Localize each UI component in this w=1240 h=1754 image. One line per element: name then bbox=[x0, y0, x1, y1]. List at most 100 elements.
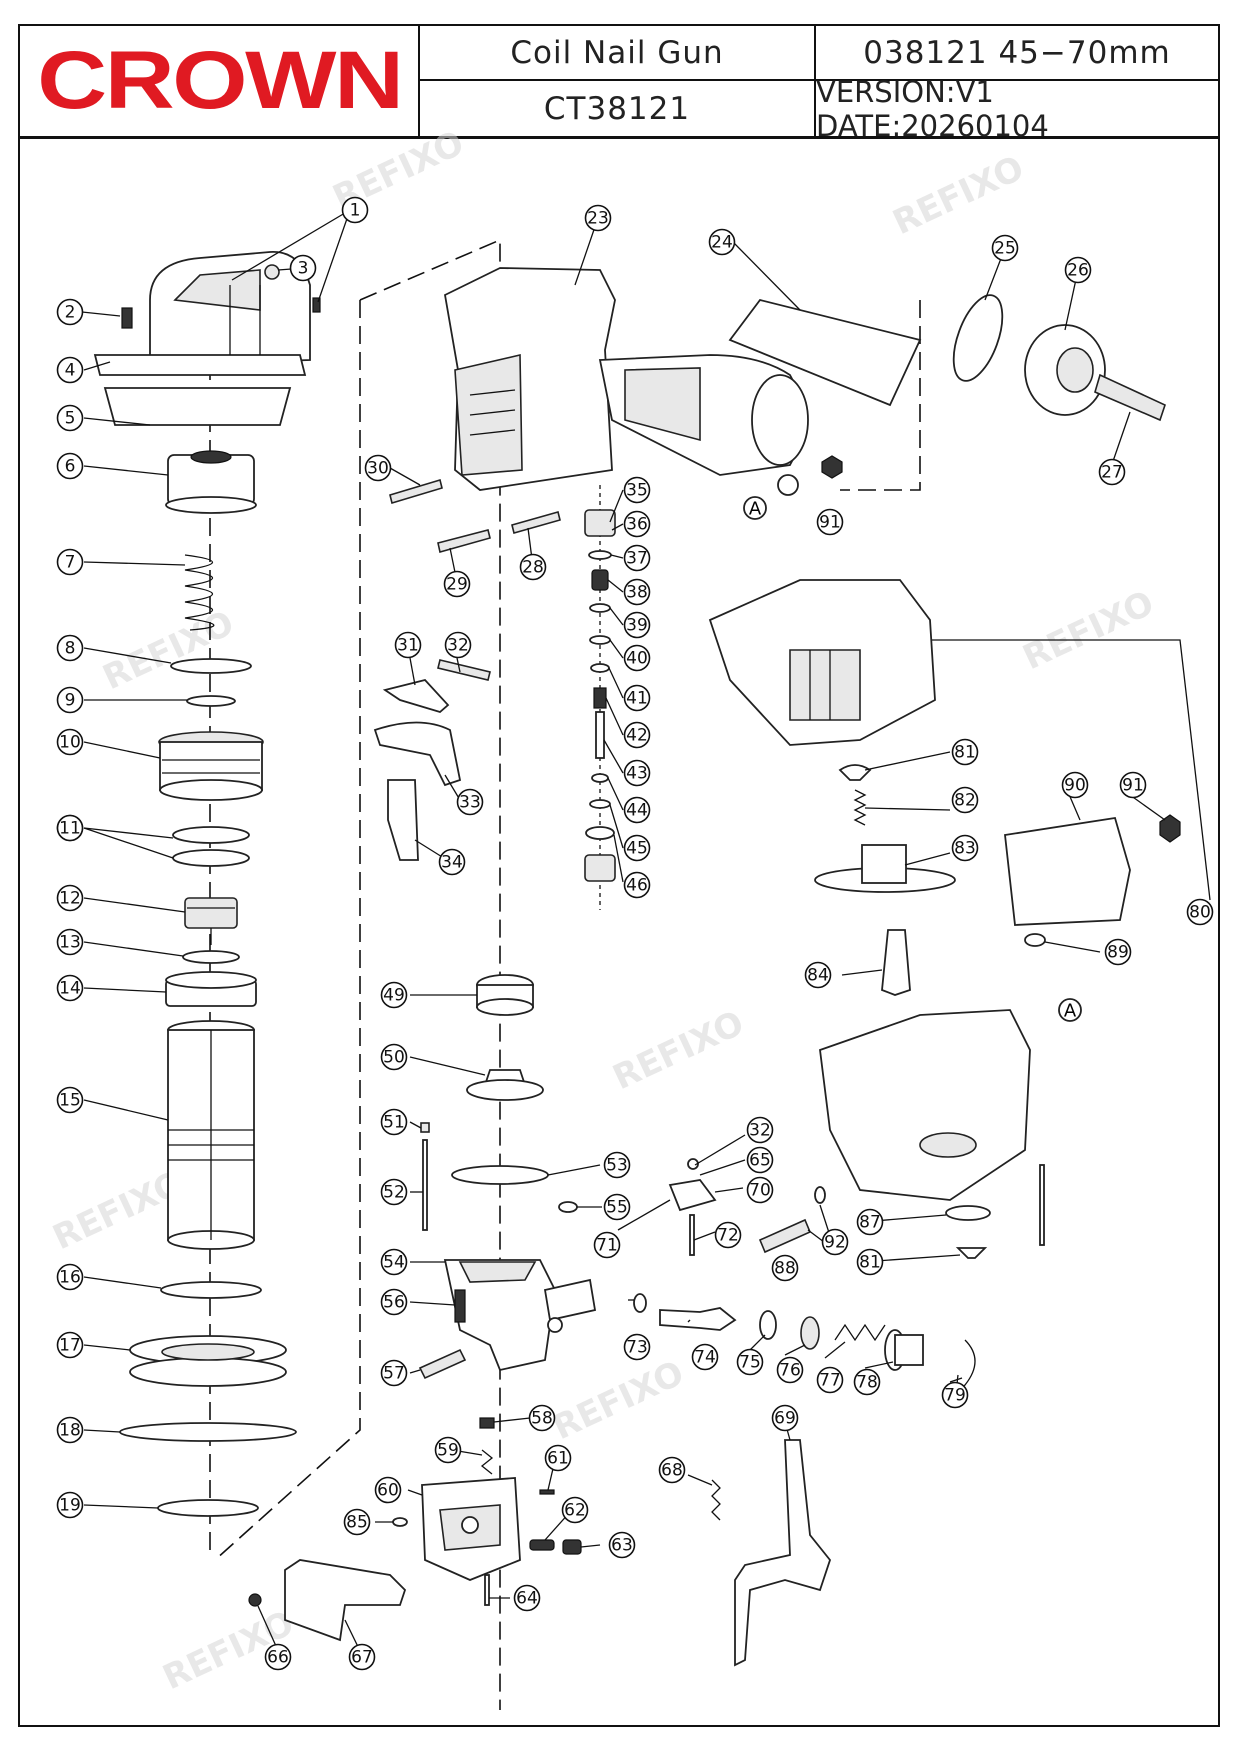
callout-40: 40 bbox=[623, 644, 651, 672]
callout-number: 40 bbox=[626, 649, 648, 669]
callout-64: 64 bbox=[513, 1584, 541, 1612]
callout-27: 27 bbox=[1098, 458, 1126, 486]
callout-number: 16 bbox=[59, 1268, 81, 1288]
callout-4: 4 bbox=[56, 356, 84, 384]
part-callouts: 1234567891011111213141516171819232425262… bbox=[56, 196, 1214, 1671]
callout-number: 5 bbox=[65, 409, 76, 429]
callout-35: 35 bbox=[623, 476, 651, 504]
trigger-bracket bbox=[387, 779, 419, 861]
latch bbox=[529, 1539, 555, 1551]
callout-number: 11 bbox=[59, 819, 81, 839]
callout-number: 44 bbox=[626, 801, 648, 821]
svg-text:A: A bbox=[749, 499, 762, 520]
callout-42: 42 bbox=[623, 721, 651, 749]
magazine-cover bbox=[708, 579, 936, 746]
driver-rod bbox=[422, 1139, 428, 1231]
callout-23: 23 bbox=[584, 204, 612, 232]
callout-number: 80 bbox=[1189, 903, 1211, 923]
callout-number: 63 bbox=[611, 1536, 633, 1556]
callout-91: 91 bbox=[1119, 771, 1147, 799]
callout-51: 51 bbox=[380, 1108, 408, 1136]
o-ring bbox=[172, 826, 250, 844]
callout-number: 58 bbox=[531, 1409, 553, 1429]
callout-number: 25 bbox=[994, 239, 1016, 259]
callout-number: 7 bbox=[65, 553, 76, 573]
valve-stem bbox=[659, 1307, 737, 1331]
callout-90: 90 bbox=[1061, 771, 1089, 799]
pin-small bbox=[420, 1122, 430, 1133]
callout-50: 50 bbox=[380, 1043, 408, 1071]
clip-ring bbox=[814, 1186, 826, 1204]
watermark: REFIXO bbox=[1017, 583, 1160, 678]
callout-number: 55 bbox=[606, 1198, 628, 1218]
callout-number: 35 bbox=[626, 481, 648, 501]
callout-number: 37 bbox=[626, 549, 648, 569]
callout-number: 72 bbox=[717, 1226, 739, 1246]
callout-number: 2 bbox=[65, 303, 76, 323]
magazine-canister bbox=[819, 1009, 1031, 1201]
head-valve bbox=[165, 450, 257, 514]
magazine-latch bbox=[1004, 816, 1131, 926]
callout-number: 90 bbox=[1064, 776, 1086, 796]
watermark: REFIXO bbox=[887, 148, 1030, 243]
callout-number: 64 bbox=[516, 1589, 538, 1609]
callout-41: 41 bbox=[623, 684, 651, 712]
callout-number: 69 bbox=[774, 1409, 796, 1429]
nut bbox=[1024, 933, 1046, 947]
o-ring-large bbox=[160, 1281, 262, 1299]
bumper-lower bbox=[466, 1069, 544, 1101]
callout-number: 32 bbox=[447, 636, 469, 656]
callout-15: 15 bbox=[56, 1086, 84, 1114]
clip bbox=[479, 1417, 495, 1429]
callout-number: 39 bbox=[626, 616, 648, 636]
callout-76: 76 bbox=[776, 1356, 804, 1384]
callout-83: 83 bbox=[951, 834, 979, 862]
callout-24: 24 bbox=[708, 228, 736, 256]
trigger bbox=[373, 721, 462, 787]
o-ring-small bbox=[182, 950, 240, 964]
air-fitting bbox=[1094, 373, 1166, 422]
callout-77: 77 bbox=[816, 1366, 844, 1394]
callout-2: 2 bbox=[56, 298, 84, 326]
callout-number: 60 bbox=[377, 1481, 399, 1501]
callout-62: 62 bbox=[561, 1496, 589, 1524]
depth-adjust-plate bbox=[248, 1559, 407, 1642]
callout-number: 52 bbox=[383, 1183, 405, 1203]
callout-number: 32 bbox=[749, 1121, 771, 1141]
valve-cap bbox=[884, 1329, 924, 1371]
cap-plug bbox=[264, 264, 280, 280]
callout-number: 8 bbox=[65, 639, 76, 659]
callout-number: 27 bbox=[1101, 463, 1123, 483]
callout-12: 12 bbox=[56, 884, 84, 912]
callout-56: 56 bbox=[380, 1288, 408, 1316]
callout-9: 9 bbox=[56, 686, 84, 714]
callout-number: 3 bbox=[298, 259, 309, 279]
callout-number: 42 bbox=[626, 726, 648, 746]
assembly-marker-a: A bbox=[743, 496, 767, 520]
o-ring-large bbox=[451, 1165, 549, 1185]
callout-number: 81 bbox=[859, 1253, 881, 1273]
callout-number: 71 bbox=[596, 1236, 618, 1256]
cylinder bbox=[167, 1020, 255, 1250]
svg-text:A: A bbox=[1064, 1001, 1077, 1022]
callout-number: 78 bbox=[856, 1373, 878, 1393]
callout-74: 74 bbox=[691, 1343, 719, 1371]
end-cap-seal bbox=[952, 294, 1004, 382]
bumper-upper bbox=[476, 974, 534, 1016]
callout-32: 32 bbox=[444, 631, 472, 659]
callout-32b: 32 bbox=[746, 1116, 774, 1144]
trigger-lock-assembly bbox=[668, 1158, 717, 1256]
callout-number: 84 bbox=[807, 966, 829, 986]
brand-logo: CROWN bbox=[36, 35, 404, 126]
callout-number: 46 bbox=[626, 876, 648, 896]
callout-number: 13 bbox=[59, 933, 81, 953]
pin-long bbox=[484, 1574, 490, 1606]
callout-number: 15 bbox=[59, 1091, 81, 1111]
o-ring-small bbox=[633, 1293, 647, 1313]
callout-number: 6 bbox=[65, 457, 76, 477]
coil-plate bbox=[814, 844, 956, 893]
callout-number: 83 bbox=[954, 839, 976, 859]
callout-number: 88 bbox=[774, 1259, 796, 1279]
callout-39: 39 bbox=[623, 611, 651, 639]
